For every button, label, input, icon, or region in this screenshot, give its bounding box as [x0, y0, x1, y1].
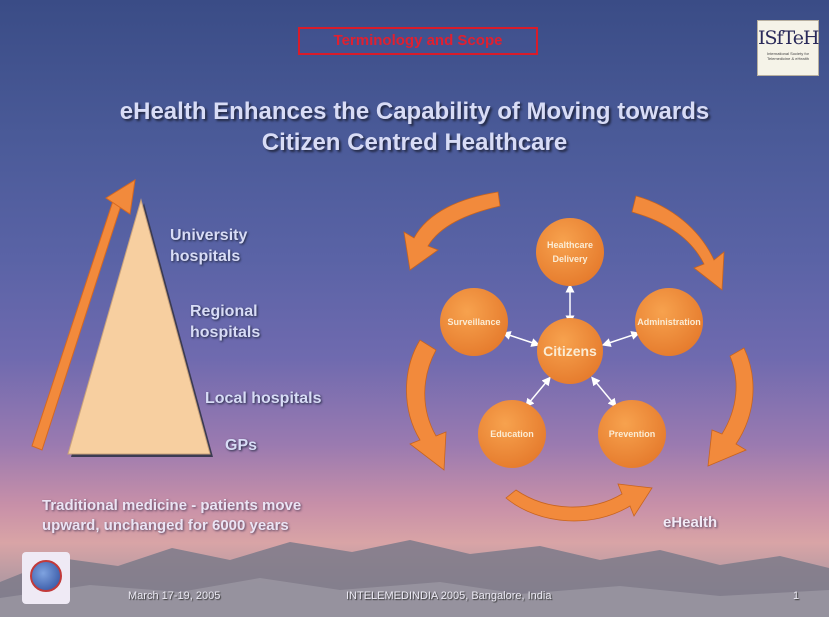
- curved-arrow-icon: [505, 483, 653, 522]
- label-local-hospitals: Local hospitals: [205, 390, 322, 407]
- label-regional-hospitals: Regional hospitals: [190, 303, 261, 341]
- curved-arrow-icon: [631, 195, 725, 291]
- ehealth-caption: eHealth: [663, 514, 718, 531]
- label-gps: GPs: [225, 437, 258, 454]
- node-label-citizens: Citizens: [543, 343, 597, 359]
- cycle-arrows: [403, 191, 754, 522]
- logo-mark: ISfTeH: [758, 27, 820, 49]
- node-circle-administration: [635, 288, 703, 356]
- section-banner: Terminology and Scope: [298, 27, 538, 55]
- connector-education: [525, 376, 551, 408]
- connector-administration: [601, 331, 641, 347]
- node-circle-education: [478, 400, 546, 468]
- node-label-prevention: Prevention: [609, 429, 656, 439]
- title-line-1: eHealth Enhances the Capability of Movin…: [119, 98, 710, 125]
- footer-event: INTELEMEDINDIA 2005, Bangalore, India: [346, 590, 552, 602]
- node-label-administration: Administration: [637, 317, 701, 327]
- slide-title: eHealth Enhances the Capability of Movin…: [0, 96, 829, 158]
- curved-arrow-icon: [406, 339, 447, 471]
- curved-arrow-icon: [707, 347, 754, 467]
- globe-icon: [30, 560, 62, 592]
- isfteh-logo: ISfTeH International Society for Telemed…: [757, 20, 820, 76]
- node-circle-surveillance: [440, 288, 508, 356]
- hospital-pyramid-face: [67, 198, 211, 455]
- logo-subtitle: International Society for Telemedicine &…: [766, 51, 810, 61]
- node-circle-healthcare-delivery: [536, 218, 604, 286]
- curved-arrow-icon: [403, 191, 501, 271]
- traditional-medicine-caption: Traditional medicine - patients move upw…: [42, 497, 302, 534]
- title-line-2: Citizen Centred Healthcare: [261, 129, 568, 156]
- node-label-healthcare-line2: Delivery: [552, 254, 587, 264]
- intelemedindia-emblem: [22, 552, 70, 604]
- node-label-education: Education: [490, 429, 534, 439]
- footer-date: March 17-19, 2005: [128, 590, 221, 602]
- node-circle-prevention: [598, 400, 666, 468]
- footer-page-number: 1: [793, 590, 800, 602]
- node-label-surveillance: Surveillance: [447, 317, 500, 327]
- node-circle-citizens: [537, 318, 603, 384]
- connector-prevention: [591, 376, 617, 408]
- node-label-healthcare-line1: Healthcare: [547, 240, 593, 250]
- upward-arrow-head: [105, 179, 136, 215]
- connector-surveillance: [501, 331, 541, 347]
- label-university-hospitals: University hospitals: [170, 227, 248, 265]
